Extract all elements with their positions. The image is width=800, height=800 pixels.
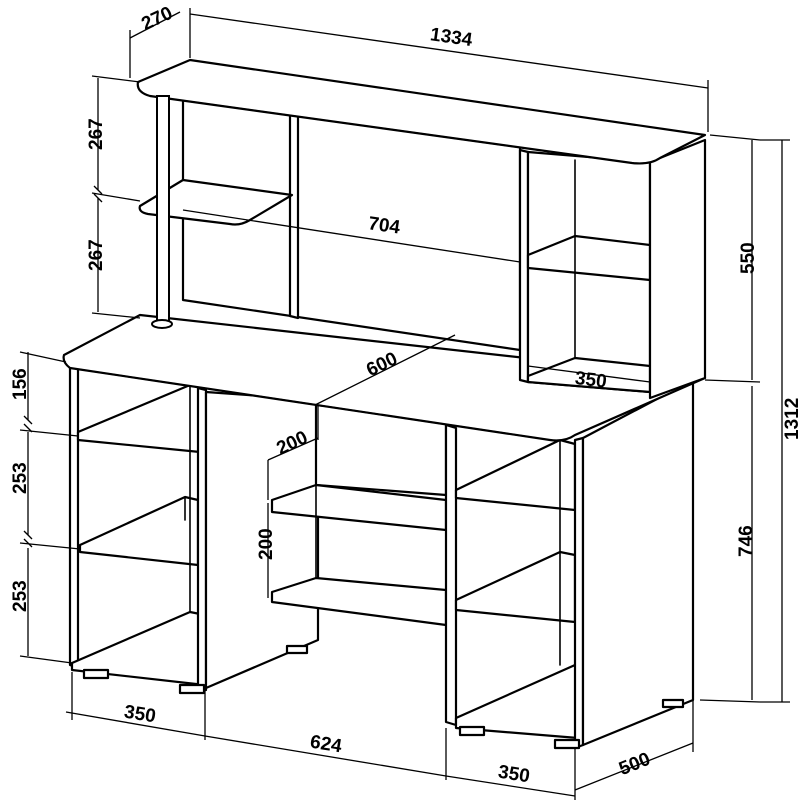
dim-shelf-lower: 267: [86, 239, 107, 271]
dim-pedestal-low: 253: [10, 580, 31, 612]
left-pedestal-inner-side: [196, 386, 208, 692]
dim-pedestal-mid: 253: [10, 462, 31, 494]
feet: [82, 644, 685, 750]
left-pedestal-side: [68, 363, 80, 670]
right-pedestal-front: [573, 436, 585, 750]
dim-total-height: 1312: [782, 398, 800, 440]
dim-right-pedestal-width: 350: [497, 762, 532, 788]
right-cabinet-left-side: [518, 148, 530, 384]
support-post: [156, 95, 170, 325]
dim-knee-space-width: 624: [309, 732, 344, 758]
dim-cabinet-inner: 350: [574, 368, 608, 393]
dim-niche-shelf-gap: 200: [256, 528, 277, 560]
middle-divider: [288, 110, 300, 320]
dim-desk-height: 746: [736, 525, 757, 557]
dim-top-depth: 270: [138, 3, 176, 35]
dimension-lines: [19, 8, 790, 800]
right-pedestal-shelves: [454, 438, 580, 740]
post-base: [151, 319, 173, 329]
dim-total-width: 1334: [429, 24, 474, 51]
right-pedestal-inner-side: [444, 423, 458, 727]
dim-inner-width: 704: [367, 213, 402, 238]
dim-superstructure-height: 550: [738, 242, 759, 274]
right-pedestal-outer-side: [581, 378, 695, 747]
dim-pedestal-top: 156: [10, 368, 31, 400]
dim-pedestal-depth: 500: [616, 749, 653, 780]
dim-left-pedestal-width: 350: [123, 702, 158, 728]
dim-shelf-upper: 267: [86, 118, 107, 150]
right-cabinet-outer-side: [648, 138, 707, 400]
left-pedestal-shelves: [70, 383, 207, 687]
